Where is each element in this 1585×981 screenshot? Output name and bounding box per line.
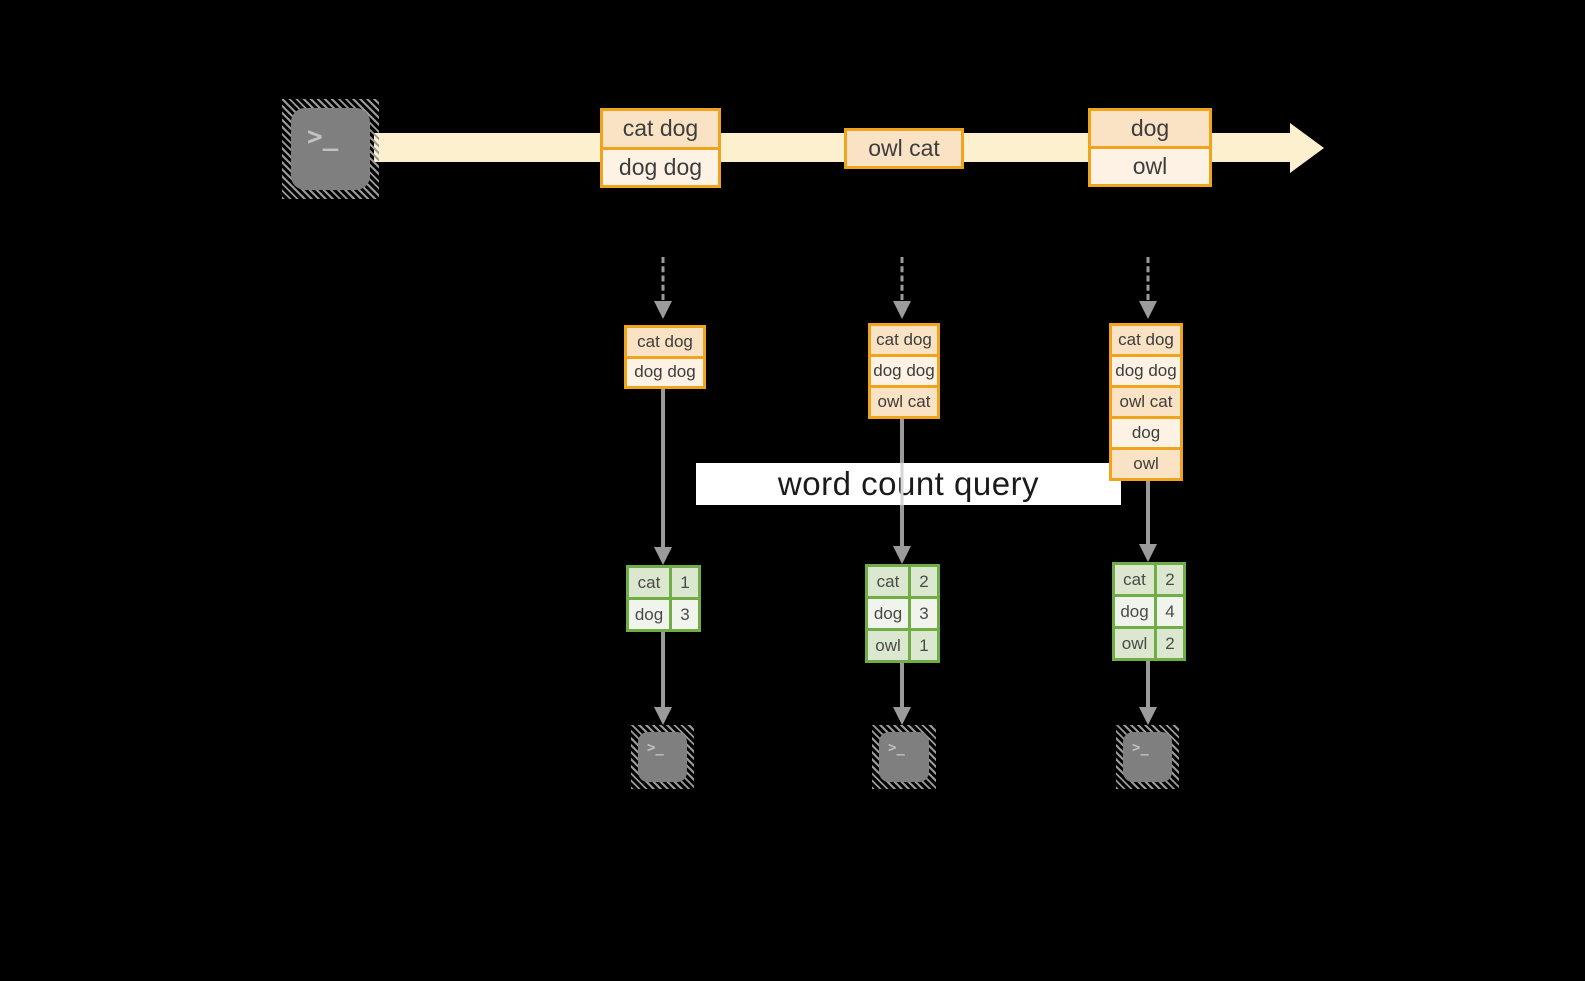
count-table-row: dog 4: [1115, 594, 1183, 626]
query-arrow: [661, 389, 665, 547]
count-table-row: cat 1: [629, 568, 698, 597]
arrowhead-icon: [1139, 301, 1157, 319]
count-table-row: dog 3: [629, 597, 698, 629]
count-value-cell: 2: [911, 567, 937, 596]
stream-record: dog dog: [603, 146, 718, 185]
count-value-cell: 1: [911, 631, 937, 660]
arrowhead-icon: [1139, 544, 1157, 562]
count-table-row: owl 2: [1115, 626, 1183, 658]
delivery-arrow-dashed: [1146, 257, 1150, 300]
delivery-arrow-dashed: [661, 257, 665, 300]
arrowhead-icon: [654, 547, 672, 565]
terminal-sink-icon: >_: [872, 725, 936, 789]
arrowhead-icon: [654, 707, 672, 725]
query-arrow-through-label: [900, 463, 904, 505]
stream-record: owl cat: [847, 131, 961, 166]
count-word-cell: cat: [629, 568, 672, 597]
count-table-1: cat 1 dog 3: [626, 565, 701, 632]
state-log-record: dog dog: [627, 355, 703, 386]
count-table-row: dog 3: [868, 596, 937, 628]
stream-arrowhead-icon: [1290, 123, 1324, 173]
state-log-record: owl cat: [871, 385, 937, 416]
count-word-cell: owl: [868, 631, 911, 660]
count-word-cell: dog: [629, 600, 672, 629]
state-log-record: cat dog: [627, 328, 703, 356]
state-log-box-1: cat dog dog dog: [624, 325, 706, 389]
count-value-cell: 2: [1157, 629, 1183, 658]
state-log-record: cat dog: [871, 326, 937, 354]
stream-record: dog: [1091, 111, 1209, 146]
arrowhead-icon: [893, 546, 911, 564]
word-count-query-label: word count query: [696, 463, 1121, 505]
terminal-sink-icon: >_: [1116, 725, 1179, 789]
count-word-cell: cat: [868, 567, 911, 596]
state-log-box-2: cat dog dog dog owl cat: [868, 323, 940, 419]
count-value-cell: 3: [672, 600, 698, 629]
count-word-cell: cat: [1115, 565, 1157, 594]
stream-record: cat dog: [603, 111, 718, 147]
count-word-cell: dog: [868, 599, 911, 628]
stream-batch-2: owl cat: [844, 128, 964, 169]
query-arrow: [1146, 481, 1150, 544]
count-value-cell: 2: [1157, 565, 1183, 594]
count-value-cell: 1: [672, 568, 698, 597]
count-table-2: cat 2 dog 3 owl 1: [865, 564, 940, 663]
count-value-cell: 3: [911, 599, 937, 628]
state-log-record: owl: [1112, 447, 1180, 478]
state-log-record: dog dog: [1112, 354, 1180, 385]
output-arrow: [661, 632, 665, 707]
count-word-cell: owl: [1115, 629, 1157, 658]
terminal-prompt-glyph: >_: [879, 732, 929, 782]
arrowhead-icon: [893, 301, 911, 319]
output-arrow: [1146, 661, 1150, 707]
terminal-prompt-glyph: >_: [1123, 732, 1172, 782]
stream-batch-1: cat dog dog dog: [600, 108, 721, 188]
count-word-cell: dog: [1115, 597, 1157, 626]
arrowhead-icon: [1139, 707, 1157, 725]
count-value-cell: 4: [1157, 597, 1183, 626]
state-log-box-3: cat dog dog dog owl cat dog owl: [1109, 323, 1183, 481]
arrowhead-icon: [893, 707, 911, 725]
terminal-prompt-glyph: >_: [291, 108, 370, 190]
stream-batch-3: dog owl: [1088, 108, 1212, 187]
state-log-record: dog dog: [871, 354, 937, 385]
state-log-record: cat dog: [1112, 326, 1180, 354]
terminal-prompt-glyph: >_: [638, 732, 687, 782]
state-log-record: dog: [1112, 416, 1180, 447]
count-table-row: cat 2: [1115, 565, 1183, 594]
count-table-3: cat 2 dog 4 owl 2: [1112, 562, 1186, 661]
state-log-record: owl cat: [1112, 385, 1180, 416]
terminal-sink-icon: >_: [631, 725, 694, 789]
delivery-arrow-dashed: [900, 257, 904, 300]
output-arrow: [900, 663, 904, 707]
stream-record: owl: [1091, 146, 1209, 184]
terminal-source-icon: >_: [282, 99, 379, 199]
count-table-row: cat 2: [868, 567, 937, 596]
arrowhead-icon: [654, 301, 672, 319]
count-table-row: owl 1: [868, 628, 937, 660]
